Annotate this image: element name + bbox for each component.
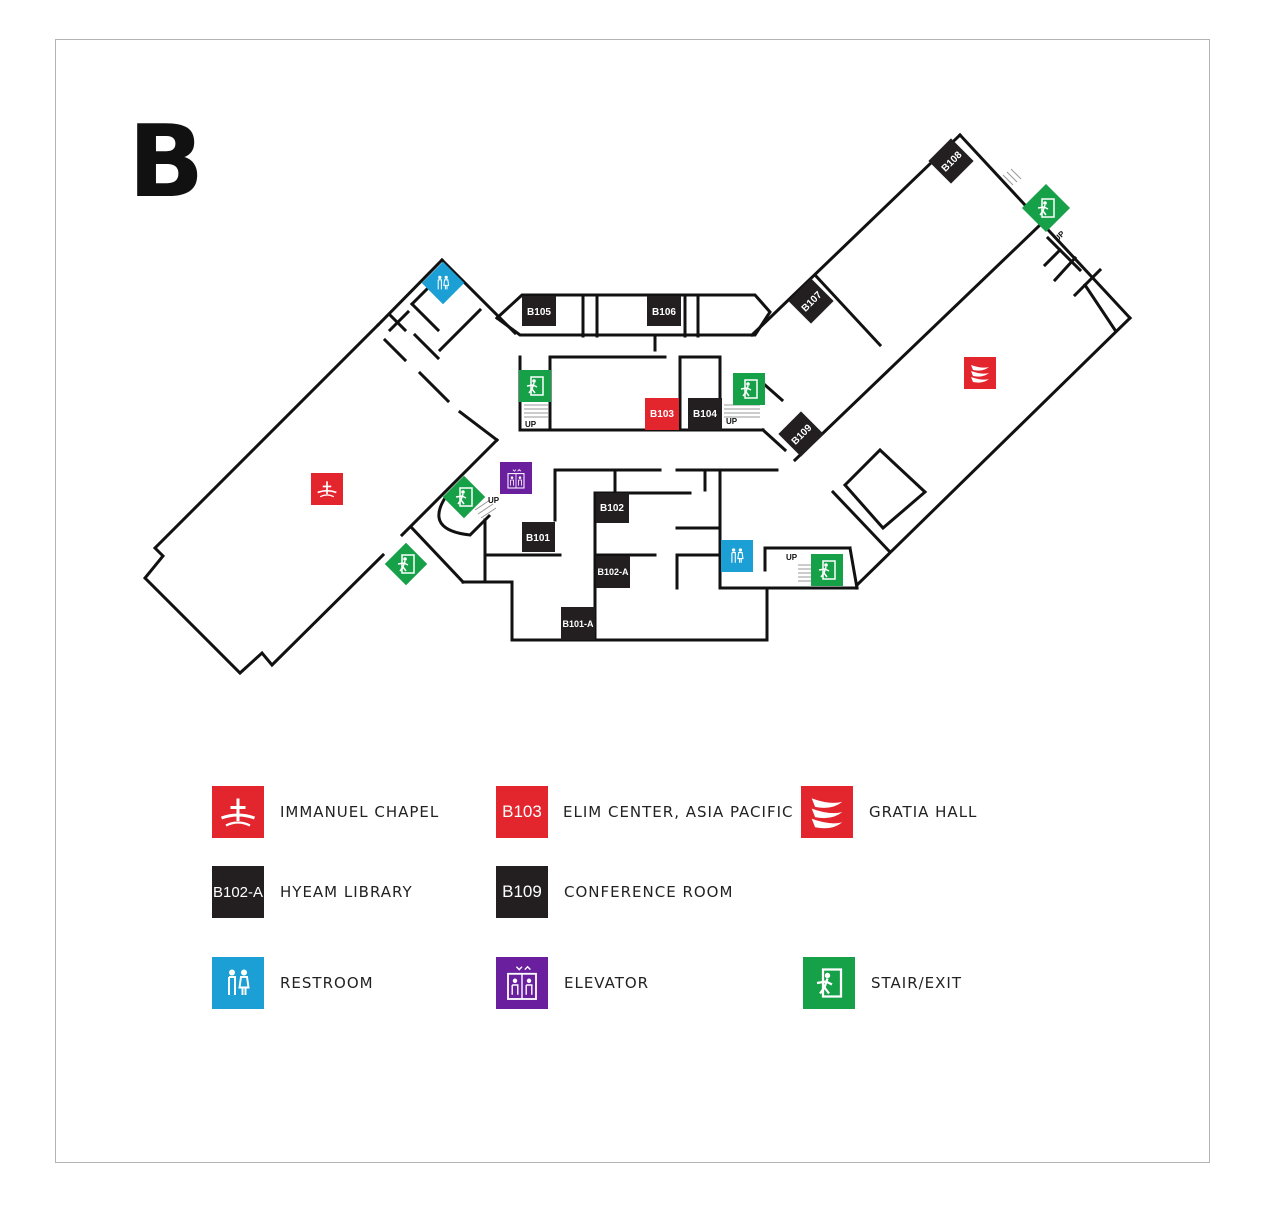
room-b105[interactable]: B105: [522, 296, 556, 326]
room-label: B105: [527, 307, 551, 318]
stair-hatching: [474, 168, 1022, 582]
elevator-icon[interactable]: [500, 462, 532, 494]
room-b102a[interactable]: B102-A: [596, 556, 630, 588]
legend-restroom: RESTROOM: [212, 957, 374, 1009]
stair-exit-icon[interactable]: [1021, 183, 1071, 233]
floor-letter: B: [128, 103, 205, 220]
chapel-outer-wall: [142, 322, 386, 676]
room-label: B102-A: [597, 567, 629, 577]
legend-label: ELEVATOR: [564, 974, 650, 992]
room-code-badge: B103: [496, 786, 548, 838]
stair-up-label: UP: [525, 420, 537, 429]
room-label: B106: [652, 307, 676, 318]
room-label: B101: [526, 533, 550, 544]
room-b103[interactable]: B103: [645, 398, 679, 430]
restroom-icon: [212, 957, 264, 1009]
restroom-icon[interactable]: [421, 261, 465, 305]
stair-up-label: UP: [1052, 229, 1067, 244]
gratia-hall-icon[interactable]: [964, 357, 996, 389]
chapel-cross-icon: [212, 786, 264, 838]
stair-exit-icon[interactable]: [733, 373, 765, 405]
walls: [142, 132, 1133, 676]
map-frame: [55, 39, 1210, 1163]
stair-up-label: UP: [786, 553, 798, 562]
legend-immanuel-chapel: IMMANUEL CHAPEL: [212, 786, 439, 838]
room-b104[interactable]: B104: [688, 398, 722, 430]
stair-exit-icon[interactable]: [519, 370, 551, 402]
gratia-wing-icon: [801, 786, 853, 838]
stair-exit-icon[interactable]: [811, 554, 843, 586]
legend-elevator: ELEVATOR: [496, 957, 649, 1009]
room-b101a[interactable]: B101-A: [561, 607, 595, 640]
legend-label: ELIM CENTER, ASIA PACIFIC: [563, 803, 794, 821]
room-label: B104: [693, 409, 717, 420]
legend-label: HYEAM LIBRARY: [280, 883, 413, 901]
legend-label: IMMANUEL CHAPEL: [280, 803, 440, 821]
legend-label: CONFERENCE ROOM: [564, 883, 734, 901]
room-b107[interactable]: B107: [788, 278, 834, 324]
elevator-icon: [496, 957, 548, 1009]
restroom-icon[interactable]: [721, 540, 753, 572]
stair-exit-icon[interactable]: [442, 475, 486, 519]
room-b102[interactable]: B102: [596, 493, 629, 523]
legend-stair-exit: STAIR/EXIT: [803, 957, 962, 1009]
room-b106[interactable]: B106: [647, 296, 681, 326]
legend-gratia-hall: GRATIA HALL: [801, 786, 977, 838]
stair-exit-icon[interactable]: [384, 542, 428, 586]
chapel-icon[interactable]: [311, 473, 343, 505]
stair-up-label: UP: [488, 496, 500, 505]
room-label: B103: [650, 409, 674, 420]
stair-exit-icon: [803, 957, 855, 1009]
room-code-badge: B109: [496, 866, 548, 918]
legend-elim-center: B103 ELIM CENTER, ASIA PACIFIC: [496, 786, 793, 838]
room-code-badge: B102-A: [212, 866, 264, 918]
room-b101[interactable]: B101: [522, 522, 555, 552]
room-label: B102: [600, 503, 624, 514]
stair-up-label: UP: [726, 417, 738, 426]
room-label: B101-A: [562, 619, 594, 629]
legend-label: GRATIA HALL: [869, 803, 978, 821]
legend-label: RESTROOM: [280, 974, 374, 992]
legend-label: STAIR/EXIT: [871, 974, 963, 992]
legend-hyeam-library: B102-A HYEAM LIBRARY: [212, 866, 413, 918]
legend-conference-room: B109 CONFERENCE ROOM: [496, 866, 733, 918]
room-b108[interactable]: B108: [928, 138, 974, 184]
